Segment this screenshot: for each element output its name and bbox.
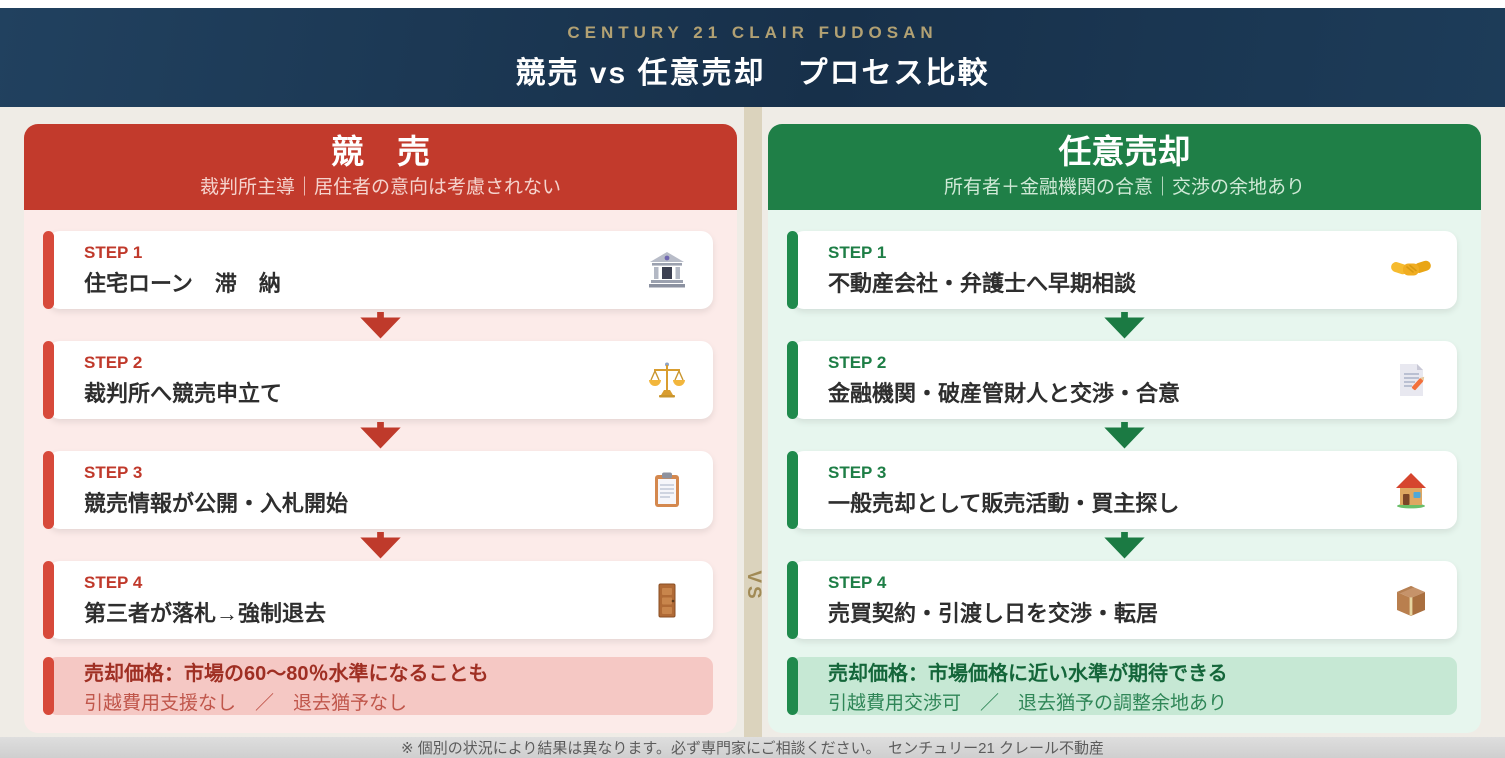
disclaimer-text: ※ 個別の状況により結果は異なります。必ず専門家にご相談ください。 センチュリー… [401,740,1104,757]
accent-bar [787,657,798,715]
accent-bar [787,231,798,309]
accent-bar [43,341,54,419]
voluntary-subtitle: 所有者＋金融機関の合意｜交渉の余地あり [943,177,1305,199]
auction-step-3-card: STEP 3 競売情報が公開・入札開始 [43,451,713,529]
step-texts: STEP 1 不動産会社・弁護士へ早期相談 [828,243,1136,298]
step-title: 一般売却として販売活動・買主探し [828,490,1180,516]
house-icon [1391,470,1431,510]
auction-subtitle: 裁判所主導｜居住者の意向は考慮されない [199,177,561,199]
accent-bar [43,657,54,715]
step-title: 売買契約・引渡し日を交渉・転居 [828,600,1159,626]
auction-step-1-card: STEP 1 住宅ローン 滞 納 [43,231,713,309]
down-arrow-icon [1104,311,1145,339]
voluntary-step-4-card: STEP 4 売買契約・引渡し日を交渉・転居 [787,561,1457,639]
vs-label: VS [743,570,764,602]
step-title: 裁判所へ競売申立て [84,380,283,406]
package-icon [1391,580,1431,620]
step-label: STEP 3 [828,462,887,482]
voluntary-summary-terms: 引越費用交渉可 ／ 退去猶予の調整余地あり [828,693,1228,714]
brand-name: CENTURY 21 CLAIR FUDOSAN [567,23,938,42]
step-label: STEP 4 [84,572,143,592]
bank-icon [647,250,687,290]
voluntary-summary-box: 売却価格：市場価格に近い水準が期待できる 引越費用交渉可 ／ 退去猶予の調整余地… [787,657,1457,715]
flow-arrow-row [792,529,1457,561]
handshake-icon [1391,250,1431,290]
step-texts: STEP 3 一般売却として販売活動・買主探し [828,463,1179,518]
auction-summary-box: 売却価格：市場の60〜80％水準になることも 引越費用支援なし ／ 退去猶予なし [43,657,713,715]
flow-arrow-row [48,419,713,451]
step-texts: STEP 3 競売情報が公開・入札開始 [84,463,348,518]
voluntary-panel-header: 任意売却 所有者＋金融機関の合意｜交渉の余地あり [768,124,1481,210]
auction-panel-header: 競 売 裁判所主導｜居住者の意向は考慮されない [24,124,737,210]
step-texts: STEP 4 売買契約・引渡し日を交渉・転居 [828,573,1158,628]
step-texts: STEP 2 金融機関・破産管財人と交渉・合意 [828,353,1180,408]
step-title: 金融機関・破産管財人と交渉・合意 [828,380,1181,406]
flow-arrow-row [48,309,713,341]
accent-bar [43,561,54,639]
step-label: STEP 4 [828,572,887,592]
voluntary-panel-body: STEP 1 不動産会社・弁護士へ早期相談 [768,210,1481,733]
down-arrow-icon [360,311,401,339]
step-label: STEP 1 [84,242,143,262]
voluntary-sale-panel: 任意売却 所有者＋金融機関の合意｜交渉の余地あり STEP 1 不動産会社・弁護… [768,124,1481,733]
step-texts: STEP 1 住宅ローン 滞 納 [84,243,281,298]
step-title: 住宅ローン 滞 納 [84,270,281,296]
page-header: CENTURY 21 CLAIR FUDOSAN 競売 vs 任意売却 プロセス… [0,8,1505,107]
voluntary-title: 任意売却 [1058,132,1191,170]
down-arrow-icon [1104,531,1145,559]
auction-title: 競 売 [331,132,430,170]
clipboard-icon [647,470,687,510]
flow-arrow-row [792,309,1457,341]
voluntary-step-1-card: STEP 1 不動産会社・弁護士へ早期相談 [787,231,1457,309]
auction-summary-price: 売却価格：市場の60〜80％水準になることも [84,663,489,685]
accent-bar [787,561,798,639]
down-arrow-icon [1104,421,1145,449]
top-margin [0,0,1505,8]
vs-divider-band: VS [743,107,764,737]
step-texts: STEP 4 第三者が落札→強制退去 [84,573,326,628]
door-icon [647,580,687,620]
auction-panel-body: STEP 1 住宅ローン 滞 納 [24,210,737,733]
step-label: STEP 1 [828,242,887,262]
flow-arrow-row [792,419,1457,451]
comparison-area: VS 競 売 裁判所主導｜居住者の意向は考慮されない STEP 1 住宅ローン … [0,107,1505,737]
accent-bar [43,451,54,529]
voluntary-summary-price: 売却価格：市場価格に近い水準が期待できる [828,663,1228,685]
step-label: STEP 2 [84,352,143,372]
step-title: 競売情報が公開・入札開始 [84,490,349,516]
auction-panel: 競 売 裁判所主導｜居住者の意向は考慮されない STEP 1 住宅ローン 滞 納 [24,124,737,733]
step-title: 不動産会社・弁護士へ早期相談 [828,270,1137,296]
disclaimer-bar: ※ 個別の状況により結果は異なります。必ず専門家にご相談ください。 センチュリー… [0,737,1505,758]
auction-summary-terms: 引越費用支援なし ／ 退去猶予なし [84,693,408,714]
flow-arrow-row [48,529,713,561]
step-texts: STEP 2 裁判所へ競売申立て [84,353,282,408]
accent-bar [43,231,54,309]
voluntary-step-2-card: STEP 2 金融機関・破産管財人と交渉・合意 [787,341,1457,419]
step-label: STEP 2 [828,352,887,372]
down-arrow-icon [360,531,401,559]
auction-step-4-card: STEP 4 第三者が落札→強制退去 [43,561,713,639]
page-title: 競売 vs 任意売却 プロセス比較 [515,57,990,90]
memo-icon [1391,360,1431,400]
down-arrow-icon [360,421,401,449]
auction-step-2-card: STEP 2 裁判所へ競売申立て [43,341,713,419]
voluntary-step-3-card: STEP 3 一般売却として販売活動・買主探し [787,451,1457,529]
accent-bar [787,451,798,529]
accent-bar [787,341,798,419]
step-label: STEP 3 [84,462,143,482]
step-title: 第三者が落札→強制退去 [84,600,327,626]
scales-icon [647,360,687,400]
